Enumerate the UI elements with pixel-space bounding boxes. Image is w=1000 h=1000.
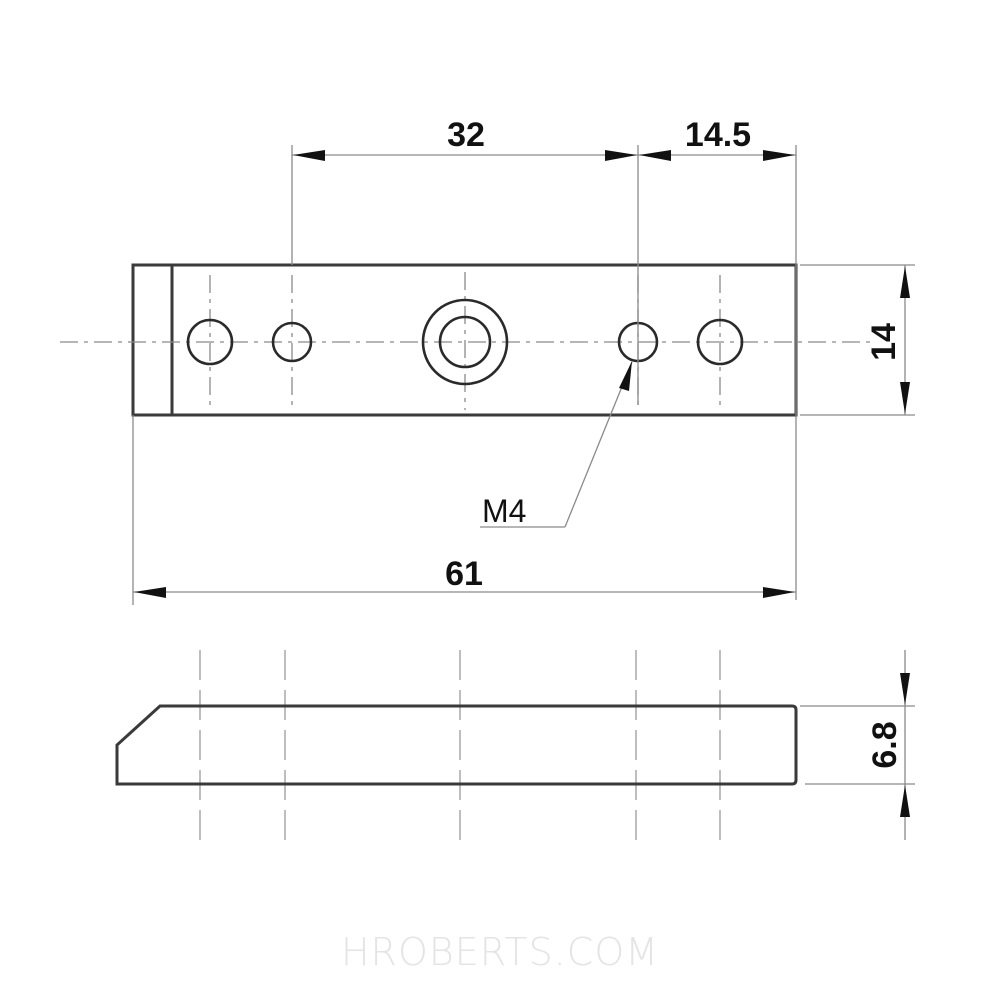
dimension-label-32: 32 bbox=[447, 116, 485, 154]
arrow-icon bbox=[900, 785, 910, 817]
arrow-icon bbox=[763, 587, 795, 598]
arrow-icon bbox=[605, 150, 637, 161]
top-view: 32 14.5 14 61 M4 bbox=[60, 116, 915, 605]
thread-callout-m4: M4 bbox=[482, 493, 526, 529]
watermark: HROBERTS.COM bbox=[340, 930, 660, 974]
arrow-icon bbox=[639, 150, 671, 161]
counterbore-outer bbox=[421, 298, 509, 386]
arrow-icon bbox=[900, 673, 910, 705]
arrow-icon bbox=[293, 150, 325, 161]
dimension-label-61: 61 bbox=[445, 555, 483, 593]
arrow-icon bbox=[900, 266, 910, 298]
hole-5 bbox=[696, 318, 744, 366]
arrow-icon bbox=[763, 150, 795, 161]
side-view-outline bbox=[115, 704, 798, 786]
arrow-icon bbox=[134, 587, 166, 598]
hole-1 bbox=[186, 318, 234, 366]
side-view: 6.8 bbox=[115, 650, 915, 840]
dimension-label-14: 14 bbox=[865, 323, 903, 361]
hole-2 bbox=[271, 321, 313, 363]
m4-leader-line bbox=[564, 361, 633, 528]
dimension-label-6-8: 6.8 bbox=[866, 721, 904, 768]
counterbore-inner bbox=[438, 315, 492, 369]
dimension-label-14-5: 14.5 bbox=[685, 116, 751, 154]
arrow-icon bbox=[900, 382, 910, 414]
arrow-icon bbox=[619, 361, 632, 391]
